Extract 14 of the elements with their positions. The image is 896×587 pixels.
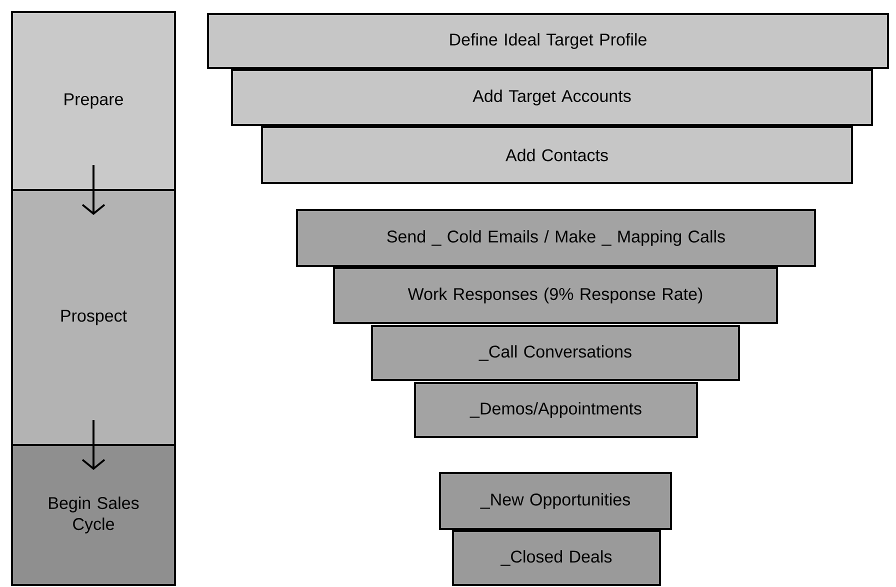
funnel-bar: Define Ideal Target Profile: [207, 13, 889, 69]
funnel-bar: _Closed Deals: [452, 530, 661, 586]
arrow: [82, 420, 106, 470]
funnel-bar: _Demos/Appointments: [414, 382, 698, 438]
funnel-bar: _New Opportunities: [439, 472, 672, 530]
funnel-bar: Add Target Accounts: [231, 69, 873, 126]
stage-box: Prepare: [11, 11, 176, 191]
funnel-bar: Send _ Cold Emails / Make _ Mapping Calls: [296, 209, 816, 267]
arrow: [82, 165, 106, 215]
funnel-bar: _Call Conversations: [371, 325, 740, 381]
funnel-bar: Work Responses (9% Response Rate): [333, 267, 778, 324]
stage-box: Begin Sales Cycle: [11, 444, 176, 586]
funnel-bar: Add Contacts: [261, 126, 853, 184]
stage-box: Prospect: [11, 189, 176, 446]
